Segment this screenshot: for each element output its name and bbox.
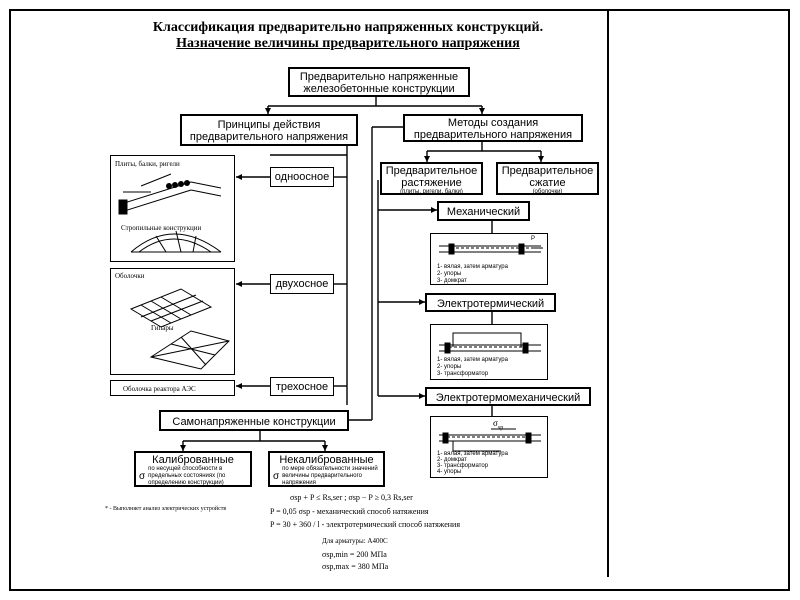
reactor-label: Оболочка реактора АЭС <box>123 385 196 393</box>
etm-sigma: σsp <box>493 418 504 432</box>
self-stressed-box: Самонапряженные конструкции <box>159 410 349 431</box>
electrothermal-diagram-drawing <box>439 332 541 354</box>
formula-5: σsp,min = 200 МПа <box>322 550 387 559</box>
etm-legend-3: 3- трансформатор <box>437 463 489 469</box>
slide-frame <box>9 9 790 591</box>
mechanical-label: Механический <box>446 206 521 218</box>
mechanical-box: Механический <box>437 201 530 221</box>
mechanical-diagram-drawing <box>439 243 543 255</box>
roof-label: Стропильные конструкции <box>121 224 202 232</box>
tension-note: (плиты, ригели, балки) <box>400 189 463 195</box>
tension-box: Предварительное растяжение (плиты, ригел… <box>380 162 483 195</box>
right-divider <box>607 11 609 577</box>
self-stressed-label: Самонапряженные конструкции <box>172 416 336 428</box>
etm-legend-2: 2- домкрат <box>437 457 467 463</box>
etm-sigma-sub: sp <box>497 424 504 431</box>
beams-label: Плиты, балки, ригели <box>115 160 180 168</box>
calibrated-note: по несущей способности в предельных сост… <box>148 466 226 486</box>
calibrated-box: Калиброванные σ по несущей способности в… <box>134 451 252 487</box>
methods-box: Методы создания предварительного напряже… <box>403 114 583 142</box>
mechanical-legend-3: 3- домкрат <box>437 278 467 284</box>
uncalibrated-label: Некалиброванные <box>279 454 374 466</box>
electrothermomech-box: Электротермомеханический <box>425 387 591 406</box>
uniaxial-label: одноосное <box>274 171 330 183</box>
title-line-1: Классификация предварительно напряженных… <box>152 20 544 35</box>
prestressed-structures-box: Предварительно напряженные железобетонны… <box>288 67 470 97</box>
compression-box: Предварительное сжатие (оболочки) <box>496 162 599 195</box>
uncalibrated-sigma: σ <box>273 470 280 482</box>
formula-6: σsp,max = 380 МПа <box>322 562 389 571</box>
calibrated-sigma: σ <box>139 470 146 482</box>
tension-label: Предварительное растяжение <box>385 165 478 189</box>
page-title: Классификация предварительно напряженных… <box>98 20 598 52</box>
etm-legend-4: 4- упоры <box>437 469 462 475</box>
calibrated-label: Калиброванные <box>152 454 234 466</box>
triaxial-box: трехосное <box>270 377 334 396</box>
electrothermomech-diagram-drawing <box>439 428 541 452</box>
footnote: * - Выполняет анализ электрических устро… <box>105 506 227 512</box>
methods-label: Методы создания предварительного напряже… <box>413 117 573 141</box>
mechanical-diagram: P 1- вялая, затем арматура 2- упоры 3- д… <box>430 233 548 285</box>
electrothermal-diagram: 1- вялая, затем арматура 2- упоры 3- тра… <box>430 324 548 380</box>
prestressed-structures-label: Предварительно напряженные железобетонны… <box>299 71 459 95</box>
mechanical-legend-2: 2- упоры <box>437 271 462 277</box>
biaxial-label: двухосное <box>275 278 329 290</box>
uniaxial-box: одноосное <box>270 167 334 187</box>
etm-legend-1: 1- вялая, затем арматура <box>437 451 508 457</box>
shell-illustration <box>129 288 230 370</box>
formula-3: P = 30 + 360 / l - электротермический сп… <box>270 520 460 529</box>
principles-box: Принципы действия предварительного напря… <box>180 114 358 146</box>
uncalibrated-note: по мере обязательности значений величины… <box>282 466 378 486</box>
mechanical-legend-1: 1- вялая, затем арматура <box>437 264 508 270</box>
mechanical-p-label: P <box>531 236 536 242</box>
triaxial-label: трехосное <box>275 381 329 393</box>
formula-4: Для арматуры: A400C <box>322 537 388 545</box>
electrothermal-legend-3: 3- трансформатор <box>437 371 489 377</box>
biaxial-box: двухосное <box>270 274 334 294</box>
tanks-label: Гипары <box>151 324 174 332</box>
beams-panel: Плиты, балки, ригели Стропильные констру… <box>110 155 235 262</box>
electrothermal-legend-1: 1- вялая, затем арматура <box>437 357 508 363</box>
shells-panel: Оболочки Гипары <box>110 268 235 375</box>
formula-1: σsp + P ≤ Rs,ser ; σsp − P ≥ 0,3 Rs,ser <box>290 493 413 502</box>
formula-2: P = 0,05 σsp - механический способ натяж… <box>270 507 429 516</box>
electrothermal-label: Электротермический <box>436 298 545 310</box>
etm-sigma-symbol: σ <box>493 418 498 428</box>
electrothermomech-label: Электротермомеханический <box>435 392 581 404</box>
title-line-2: Назначение величины предварительного нап… <box>176 36 520 51</box>
uncalibrated-box: Некалиброванные σ по мере обязательности… <box>268 451 385 487</box>
principles-label: Принципы действия предварительного напря… <box>189 119 349 143</box>
electrothermal-legend-2: 2- упоры <box>437 364 462 370</box>
reactor-panel: Оболочка реактора АЭС <box>110 380 235 396</box>
electrothermal-box: Электротермический <box>425 293 556 312</box>
compression-label: Предварительное сжатие <box>501 165 594 189</box>
beam-illustration <box>118 173 222 253</box>
compression-note: (оболочки) <box>532 189 563 195</box>
electrothermomech-diagram: σsp 1- вялая, затем арматура 2- домкрат … <box>430 416 548 478</box>
shells-label: Оболочки <box>115 272 145 280</box>
